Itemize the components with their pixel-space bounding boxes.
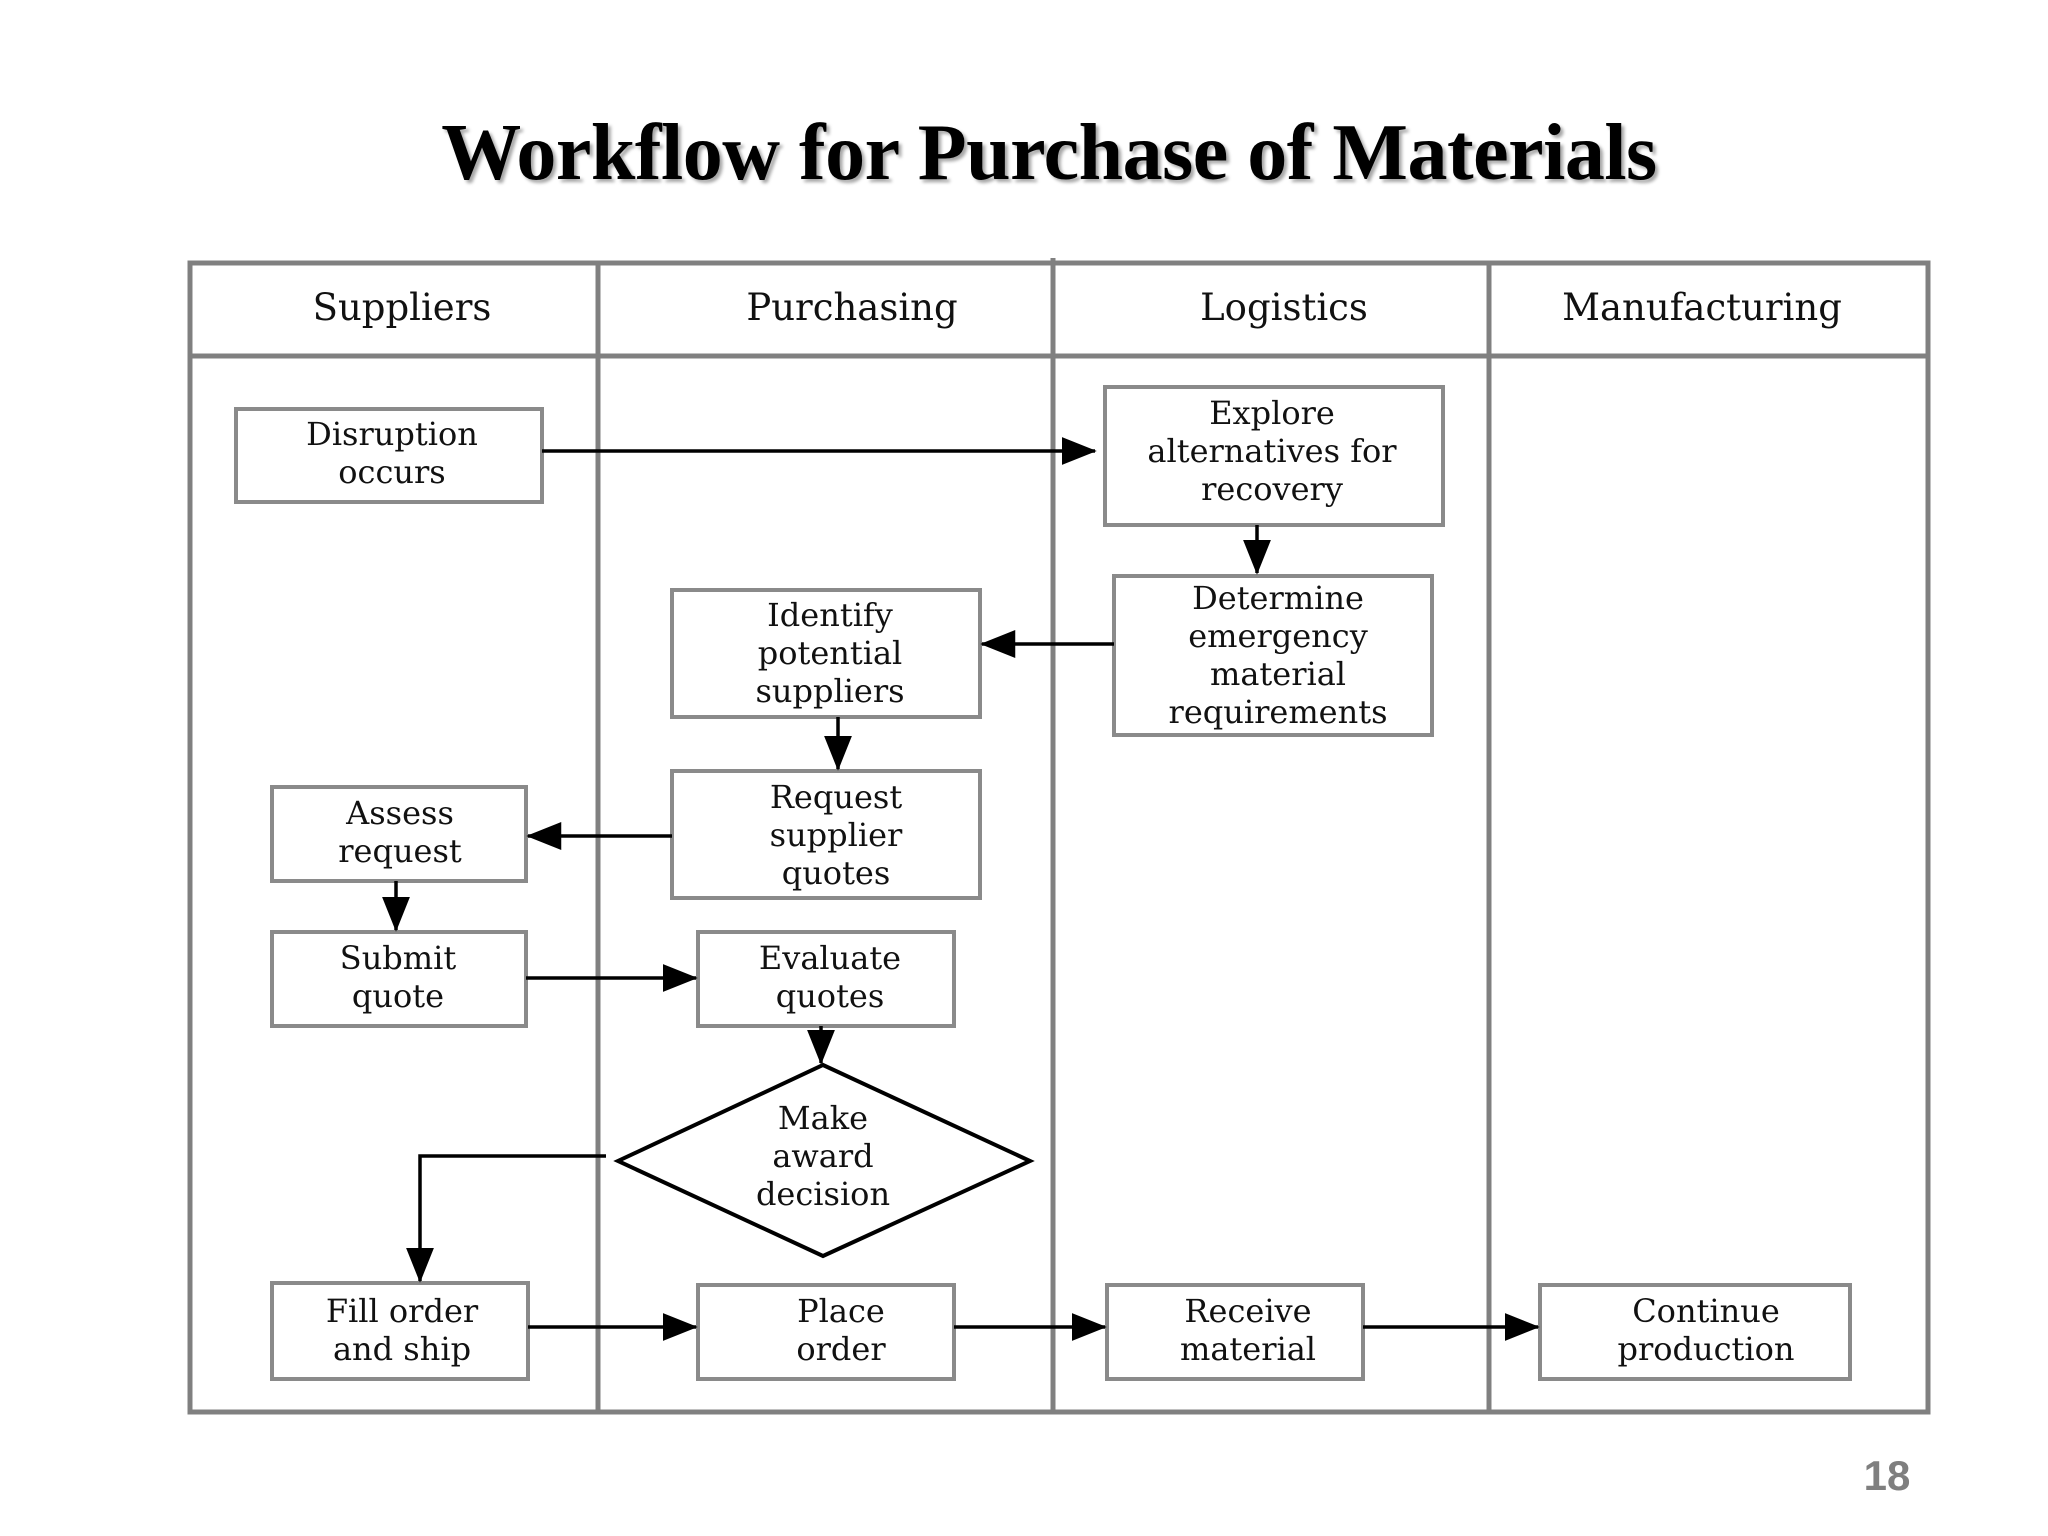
fill-order-box bbox=[270, 1281, 530, 1381]
award-decision-diamond bbox=[613, 1062, 1035, 1259]
assess-request-box bbox=[270, 785, 528, 883]
arrow-decision-to-fill-order bbox=[406, 1154, 606, 1283]
determine-requirements-box bbox=[1112, 574, 1434, 737]
page-number: 18 bbox=[1863, 1452, 1911, 1499]
receive-material-box bbox=[1105, 1283, 1365, 1381]
slide-title: Workflow for Purchase of Materials bbox=[441, 109, 1657, 197]
continue-production-box bbox=[1538, 1283, 1852, 1381]
disruption-occurs-box bbox=[234, 407, 544, 504]
lane-header-logistics: Logistics bbox=[1200, 286, 1368, 329]
identify-suppliers-box bbox=[670, 588, 982, 719]
evaluate-quotes-box bbox=[696, 930, 956, 1028]
lane-header-purchasing: Purchasing bbox=[746, 286, 957, 329]
lane-header-manufacturing: Manufacturing bbox=[1562, 286, 1842, 329]
lane-header-suppliers: Suppliers bbox=[313, 286, 492, 329]
explore-alternatives-box bbox=[1103, 385, 1445, 527]
place-order-box bbox=[696, 1283, 956, 1381]
